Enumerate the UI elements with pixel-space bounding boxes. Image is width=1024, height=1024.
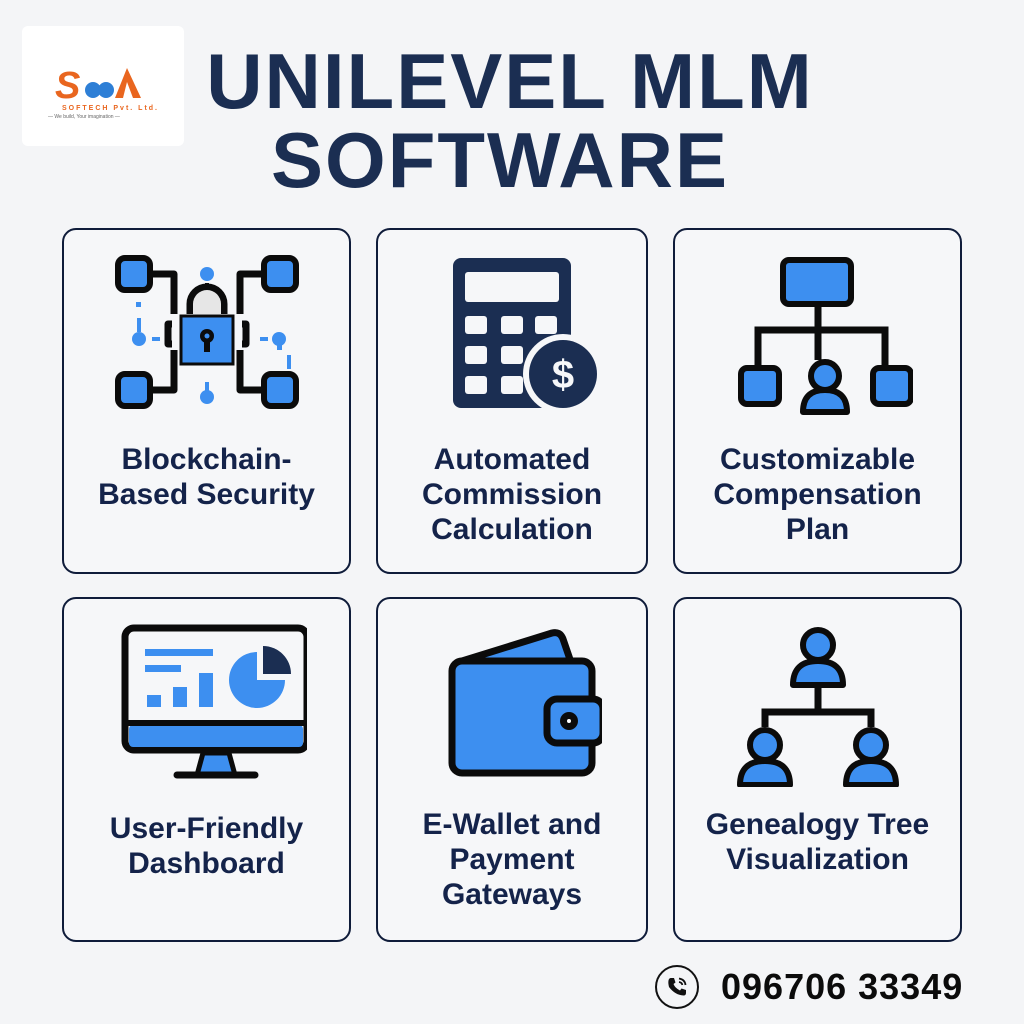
phone-icon (655, 965, 699, 1009)
wallet-icon (448, 629, 603, 777)
phone-contact[interactable]: 096706 33349 (655, 962, 963, 1012)
company-logo: S SOFTECH Pvt. Ltd. — We build, Your ima… (22, 26, 184, 146)
feature-label: Blockchain- Based Security (98, 443, 315, 511)
feature-card-ewallet: E-Wallet and Payment Gateways (376, 597, 648, 942)
monitor-dashboard-icon (121, 624, 307, 779)
page-title-line2: SOFTWARE (271, 116, 729, 204)
logo-company-name: SOFTECH Pvt. Ltd. (62, 105, 159, 112)
feature-card-genealogy-tree: Genealogy Tree Visualization (673, 597, 962, 942)
hierarchy-chart-icon (737, 257, 913, 415)
genealogy-tree-icon (736, 627, 899, 787)
feature-card-blockchain-security: Blockchain- Based Security (62, 228, 351, 574)
feature-label: Automated Commission Calculation (421, 443, 603, 546)
feature-card-automated-commission: $ Automated Commission Calculation (376, 228, 648, 574)
feature-label: E-Wallet and Payment Gateways (422, 808, 602, 911)
feature-label: Genealogy Tree Visualization (705, 808, 930, 876)
phone-number[interactable]: 096706 33349 (721, 966, 964, 1007)
blockchain-lock-icon (114, 255, 299, 409)
feature-card-compensation-plan: Customizable Compensation Plan (673, 228, 962, 574)
calculator-dollar-icon: $ (453, 258, 598, 412)
sma-logo-mark-icon: S (55, 65, 141, 104)
svg-text:S: S (55, 65, 80, 104)
logo-tagline: — We build, Your imagination — (48, 114, 120, 120)
svg-text:$: $ (552, 353, 574, 397)
feature-card-user-dashboard: User-Friendly Dashboard (62, 597, 351, 942)
feature-label: User-Friendly Dashboard (109, 812, 304, 880)
feature-label: Customizable Compensation Plan (713, 443, 922, 546)
page-title-line1: UNILEVEL MLM (206, 37, 814, 125)
